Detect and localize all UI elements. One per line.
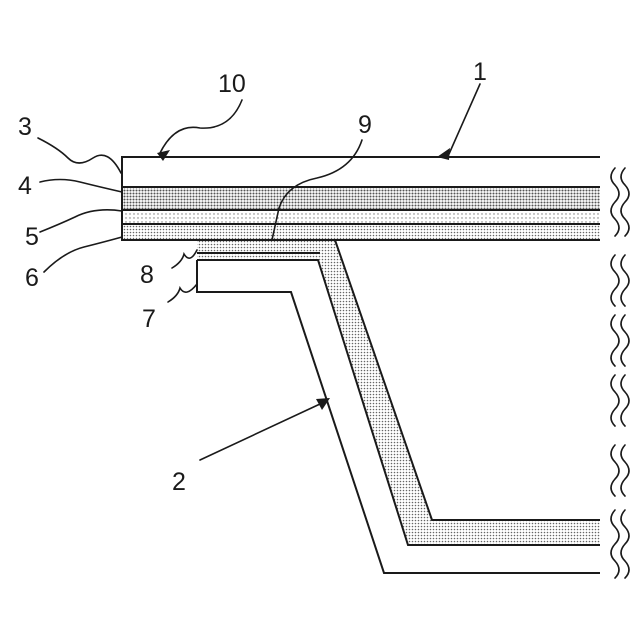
leader-7	[168, 284, 197, 302]
label-1: 1	[473, 58, 487, 86]
container-body	[197, 240, 600, 573]
leader-2	[200, 404, 320, 460]
leader-8	[172, 250, 197, 268]
lid-laminate	[122, 148, 600, 240]
leader-lines	[38, 84, 480, 460]
reference-labels: 10 1 3 9 4 5 6 8 7 2	[18, 58, 487, 496]
leader-10	[160, 100, 242, 153]
layer-5-stipple	[122, 210, 600, 224]
label-6: 6	[25, 264, 39, 292]
label-8: 8	[140, 261, 154, 289]
layer-6-stipple	[122, 224, 600, 240]
leader-4	[40, 180, 122, 193]
label-5: 5	[25, 223, 39, 251]
label-9: 9	[358, 111, 372, 139]
label-3: 3	[18, 113, 32, 141]
layer-4-stipple	[122, 187, 600, 210]
leader-1	[449, 84, 480, 154]
label-7: 7	[142, 305, 156, 333]
label-4: 4	[18, 172, 32, 200]
leader-5	[40, 210, 122, 232]
label-2: 2	[172, 468, 186, 496]
layer-3-base	[122, 157, 600, 187]
sealing-layer-8	[197, 240, 600, 545]
break-lines	[611, 168, 629, 578]
label-10: 10	[218, 70, 246, 98]
leader-3	[38, 138, 121, 173]
leader-6	[44, 237, 122, 272]
